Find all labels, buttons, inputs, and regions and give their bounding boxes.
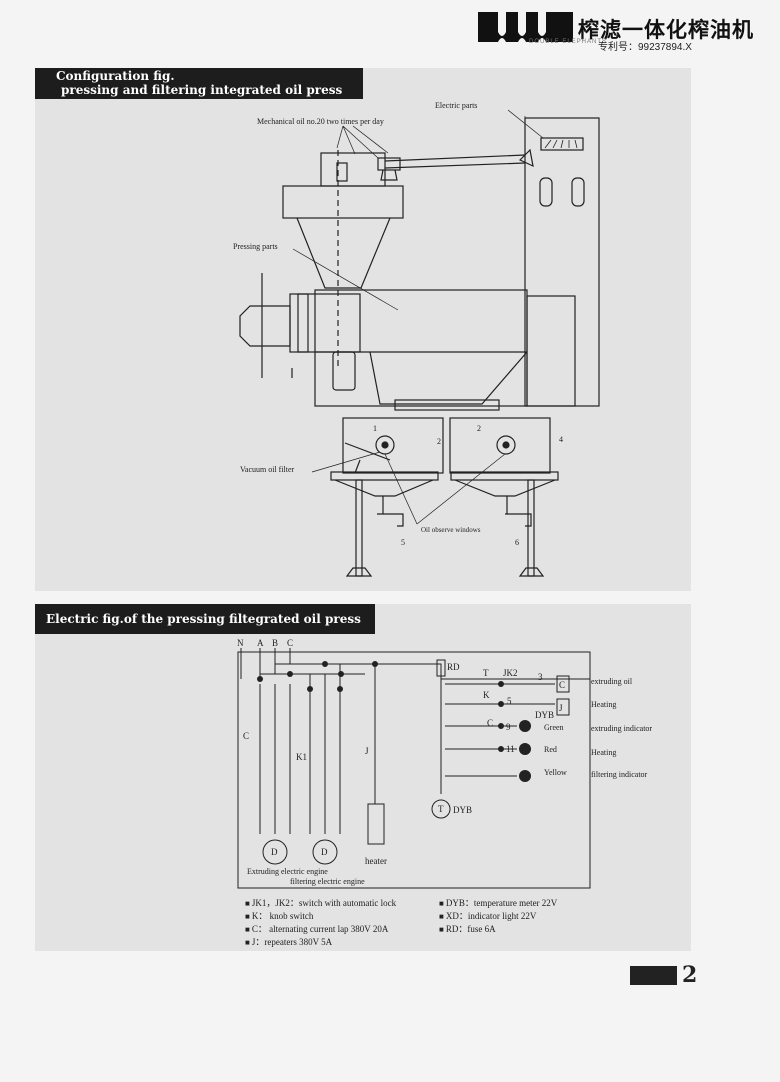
temperature-meter — [431, 799, 451, 819]
part-number-2b: 2 — [477, 424, 481, 433]
label-j-box: J — [559, 703, 563, 713]
legend-jk: JK1，JK2：switch with automatic lock — [245, 896, 396, 909]
configuration-title-line2: pressing and filtering integrated oil pr… — [61, 83, 343, 97]
label-heater: heater — [365, 856, 387, 866]
heater-element — [367, 803, 385, 845]
output-extruding-oil: extruding oil — [591, 677, 633, 686]
configuration-title-banner: Configuration fig. pressing and filterin… — [35, 68, 363, 99]
circuit-diagram: N A B C RD T JK2 3 C J K 5 DYB C 9 11 C … — [237, 638, 652, 889]
part-number-4: 4 — [559, 435, 563, 444]
electric-title-banner: Electric fig.of the pressing filtegrated… — [35, 604, 375, 634]
label-mechanical-oil: Mechanical oil no.20 two times per day — [257, 117, 384, 126]
meter-display — [540, 137, 584, 151]
legend-dyb: DYB：temperature meter 22V — [439, 896, 557, 909]
label-pressing-parts: Pressing parts — [233, 242, 278, 251]
legend-c: C： alternating current lap 380V 20A — [245, 922, 389, 935]
brand-name-cn: 榨滤一体化榨油机 — [578, 18, 754, 42]
label-oil-observe-windows: Oil observe windows — [421, 526, 481, 534]
phase-c: C — [287, 638, 293, 648]
label-electric-parts: Electric parts — [435, 101, 477, 110]
lamp-color-yellow: Yellow — [544, 768, 567, 777]
label-5: 5 — [507, 696, 512, 706]
label-c-box: C — [559, 680, 565, 690]
label-9: 9 — [506, 722, 511, 732]
legend-xd: XD：indicator light 22V — [439, 909, 537, 922]
motor-pulley — [239, 305, 291, 347]
legend-rd: RD：fuse 6A — [439, 922, 496, 935]
output-heating-indicator: Heating — [591, 748, 616, 757]
label-d-extruding: D — [271, 847, 278, 857]
label-k1: K1 — [296, 752, 307, 762]
part-number-6: 6 — [515, 538, 519, 547]
output-heating: Heating — [591, 700, 616, 709]
label-rd: RD — [447, 662, 460, 672]
gear-housing — [320, 152, 386, 187]
hopper — [282, 185, 404, 219]
part-number-2a: 2 — [437, 437, 441, 446]
brand-logo — [478, 12, 573, 42]
label-k: K — [483, 690, 490, 700]
legend-j: J：repeaters 380V 5A — [245, 935, 332, 948]
label-filtering-engine: filtering electric engine — [290, 877, 365, 886]
cabinet-switch-left — [539, 177, 553, 207]
brand-name-en: DOUBLE ELEPHANTS — [529, 39, 608, 45]
output-filtering-indicator: filtering indicator — [591, 770, 648, 779]
output-extruding-indicator: extruding indicator — [591, 724, 652, 733]
page-number-bar — [630, 966, 677, 985]
part-number-1: 1 — [373, 424, 377, 433]
lamp-color-green: Green — [544, 723, 564, 732]
label-jk2: JK2 — [503, 668, 518, 678]
label-j: J — [365, 746, 369, 756]
label-c-contact: C — [487, 718, 493, 728]
label-t-meter: T — [438, 804, 444, 814]
part-number-5: 5 — [401, 538, 405, 547]
phase-a: A — [257, 638, 264, 648]
label-c-left: C — [243, 731, 249, 741]
page-number: 2 — [682, 962, 698, 988]
electric-cabinet — [524, 117, 600, 407]
patent-number: 专利号：99237894.X — [598, 42, 692, 53]
label-vacuum-oil-filter: Vacuum oil filter — [240, 465, 295, 474]
circuit-frame — [237, 651, 591, 889]
lamp-color-red: Red — [544, 745, 557, 754]
oil-press-drawing: Electric parts Mechanical oil no.20 two … — [233, 101, 600, 577]
extruding-motor — [262, 839, 288, 865]
filtering-motor — [312, 839, 338, 865]
label-extruding-engine: Extruding electric engine — [247, 867, 328, 876]
label-dyb: DYB — [535, 710, 554, 720]
vacuum-filter-tank-left — [342, 417, 444, 474]
label-t: T — [483, 668, 489, 678]
label-11: 11 — [506, 744, 515, 754]
cabinet-switch-right — [571, 177, 585, 207]
vacuum-filter-tank-right — [449, 417, 551, 474]
configuration-figure-panel: Configuration fig. pressing and filterin… — [35, 68, 691, 591]
label-d-filtering: D — [321, 847, 328, 857]
label-dyb-meter: DYB — [453, 805, 472, 815]
configuration-title-line1: Configuration fig. — [56, 69, 175, 83]
phase-n: N — [237, 638, 244, 648]
label-3: 3 — [538, 672, 543, 682]
phase-b: B — [272, 638, 278, 648]
legend-k: K： knob switch — [245, 909, 314, 922]
electric-figure-panel: Electric fig.of the pressing filtegrated… — [35, 604, 691, 951]
